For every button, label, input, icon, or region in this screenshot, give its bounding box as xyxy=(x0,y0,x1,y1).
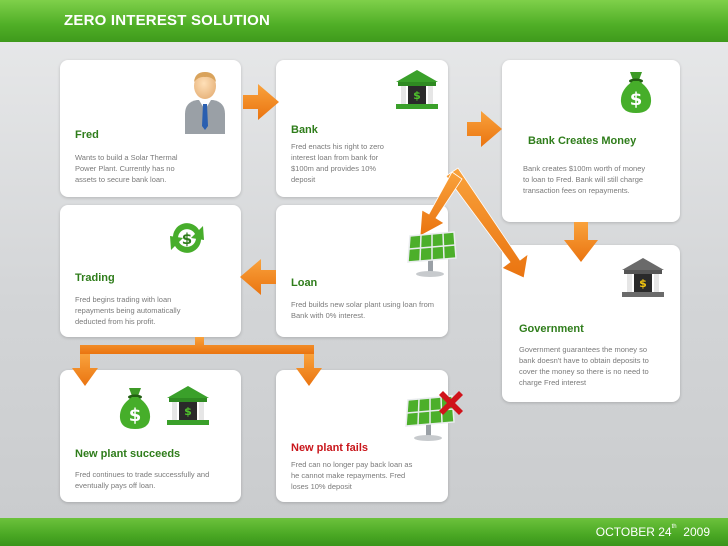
svg-text:$: $ xyxy=(129,405,142,426)
money-bag-icon: $ xyxy=(620,72,652,113)
bank-icon: $ xyxy=(167,386,209,425)
svg-text:$: $ xyxy=(184,405,192,418)
footer-date-prefix: OCTOBER 24 xyxy=(595,525,672,539)
card-trading-desc: Fred begins trading with loan repayments… xyxy=(75,295,181,326)
arrow-creates-to-government xyxy=(564,222,598,262)
card-fred-title: Fred xyxy=(75,129,99,141)
card-succeeds-desc: Fred continues to trade successfully and… xyxy=(75,470,210,490)
card-government-desc: Government guarantees the money so bank … xyxy=(519,345,649,387)
svg-text:$: $ xyxy=(413,89,421,102)
card-fails-desc: Fred can no longer pay back loan as he c… xyxy=(291,460,413,491)
recycle-money-icon: $ xyxy=(170,223,204,253)
arrow-diagonal-to-government xyxy=(445,167,529,279)
solar-panel-icon xyxy=(407,231,457,277)
card-loan-desc: Fred builds new solar plant using loan f… xyxy=(291,300,434,320)
svg-text:$: $ xyxy=(630,89,643,110)
footer-date: OCTOBER 24th 2009 xyxy=(595,524,710,539)
svg-text:$: $ xyxy=(182,230,192,248)
header-bar: ZERO INTEREST SOLUTION xyxy=(0,0,728,42)
card-trading-title: Trading xyxy=(75,272,115,284)
bank-icon: $ xyxy=(622,258,664,297)
arrow-fred-to-bank xyxy=(243,84,279,120)
arrow-branch-bar xyxy=(80,337,314,354)
card-plant-succeeds: New plant succeeds Fred continues to tra… xyxy=(60,370,241,502)
card-bank-title: Bank xyxy=(291,124,318,136)
arrow-branch-right xyxy=(296,354,322,386)
card-government-title: Government xyxy=(519,323,584,335)
card-fails-title: New plant fails xyxy=(291,442,369,454)
page-title: ZERO INTEREST SOLUTION xyxy=(64,12,271,29)
arrow-diagonal-to-loan xyxy=(419,171,463,237)
card-government: Government Government guarantees the mon… xyxy=(502,245,680,402)
card-bank-creates-title: Bank Creates Money xyxy=(528,135,637,147)
card-bank-creates-money: Bank Creates Money Bank creates $100m wo… xyxy=(502,60,680,222)
bank-icon: $ xyxy=(396,70,438,109)
svg-text:$: $ xyxy=(639,277,647,290)
arrow-bank-to-creates xyxy=(467,111,502,147)
footer-date-suffix: th xyxy=(671,524,677,530)
card-bank-creates-desc: Bank creates $100m worth of money to loa… xyxy=(523,164,646,195)
card-fred-desc: Wants to build a Solar Thermal Power Pla… xyxy=(75,153,178,184)
solar-panel-icon xyxy=(405,395,455,441)
arrow-branch-left xyxy=(72,354,98,386)
card-trading: Trading Fred begins trading with loan re… xyxy=(60,205,241,337)
footer-date-year: 2009 xyxy=(683,525,710,539)
card-bank-desc: Fred enacts his right to zero interest l… xyxy=(291,142,384,184)
person-icon xyxy=(185,72,225,134)
card-loan-title: Loan xyxy=(291,277,318,289)
red-x-icon xyxy=(439,391,463,415)
footer-bar: OCTOBER 24th 2009 xyxy=(0,518,728,546)
card-loan: Loan Fred builds new solar plant using l… xyxy=(276,205,448,337)
arrow-loan-to-trading xyxy=(240,259,276,295)
card-succeeds-title: New plant succeeds xyxy=(75,448,181,460)
money-bag-icon: $ xyxy=(119,388,151,429)
